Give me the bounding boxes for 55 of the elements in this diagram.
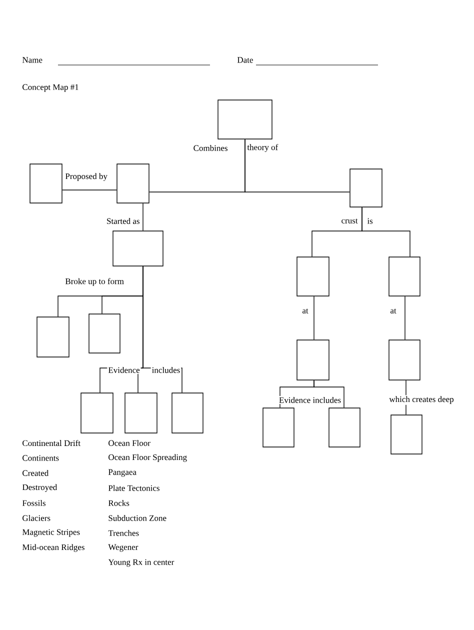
concept-box <box>172 392 204 434</box>
concept-box <box>88 314 120 354</box>
word-list-item: Plate Tectonics <box>108 485 160 491</box>
edge-label: Evidence <box>108 367 140 373</box>
word-list-item: Pangaea <box>108 469 136 477</box>
concept-box <box>116 164 150 204</box>
word-list-item: Mid-ocean Ridges <box>22 544 84 552</box>
edge-label: Combines <box>194 145 228 151</box>
edge-label: theory of <box>247 144 278 152</box>
word-list-item: Young Rx in center <box>108 559 174 567</box>
concept-box <box>388 340 420 380</box>
word-list-item: Continental Drift <box>22 440 80 446</box>
word-list-item: Created <box>22 470 49 476</box>
concept-box <box>218 100 272 140</box>
edge-label: at <box>390 308 396 314</box>
edge-label: Proposed by <box>65 173 108 181</box>
edge-label: crust <box>342 218 358 224</box>
word-list-item: Rocks <box>108 500 130 506</box>
connector-line <box>244 139 350 192</box>
word-list-item: Subduction Zone <box>108 515 166 521</box>
concept-box <box>350 168 382 208</box>
word-list-item: Destroyed <box>22 484 58 492</box>
concept-box <box>30 164 62 204</box>
concept-box <box>262 408 294 448</box>
word-list-item: Ocean Floor <box>108 440 150 446</box>
concept-box <box>36 316 70 358</box>
connector-line <box>314 380 344 408</box>
worksheet-heading: Concept Map #1 <box>22 84 78 92</box>
concept-box <box>112 230 164 266</box>
edge-label: Started as <box>107 218 140 224</box>
word-list-item: Wegener <box>108 544 138 552</box>
connector-line <box>362 207 410 257</box>
field-label: Date <box>237 57 253 63</box>
edge-label: Evidence includes <box>279 397 341 403</box>
edge-label: Broke up to form <box>65 278 124 286</box>
concept-box <box>80 392 114 434</box>
edge-label: at <box>302 308 308 314</box>
word-list-item: Continents <box>22 455 59 461</box>
connector-line <box>142 203 144 231</box>
field-label: Name <box>22 57 42 63</box>
concept-box <box>124 392 158 434</box>
concept-box <box>390 414 422 454</box>
concept-box <box>296 340 330 380</box>
concept-box <box>388 256 420 296</box>
concept-box <box>296 256 330 296</box>
word-list-item: Magnetic Stripes <box>22 529 80 537</box>
concept-box <box>328 408 360 448</box>
word-list-item: Ocean Floor Spreading <box>108 454 187 462</box>
word-list-item: Glaciers <box>22 515 50 521</box>
edge-label: includes <box>152 367 180 373</box>
edge-label: which creates deep <box>389 396 454 404</box>
connector-line <box>404 296 406 340</box>
edge-label: is <box>367 218 373 224</box>
word-list-item: Trenches <box>108 530 139 536</box>
word-list-item: Fossils <box>22 500 46 506</box>
